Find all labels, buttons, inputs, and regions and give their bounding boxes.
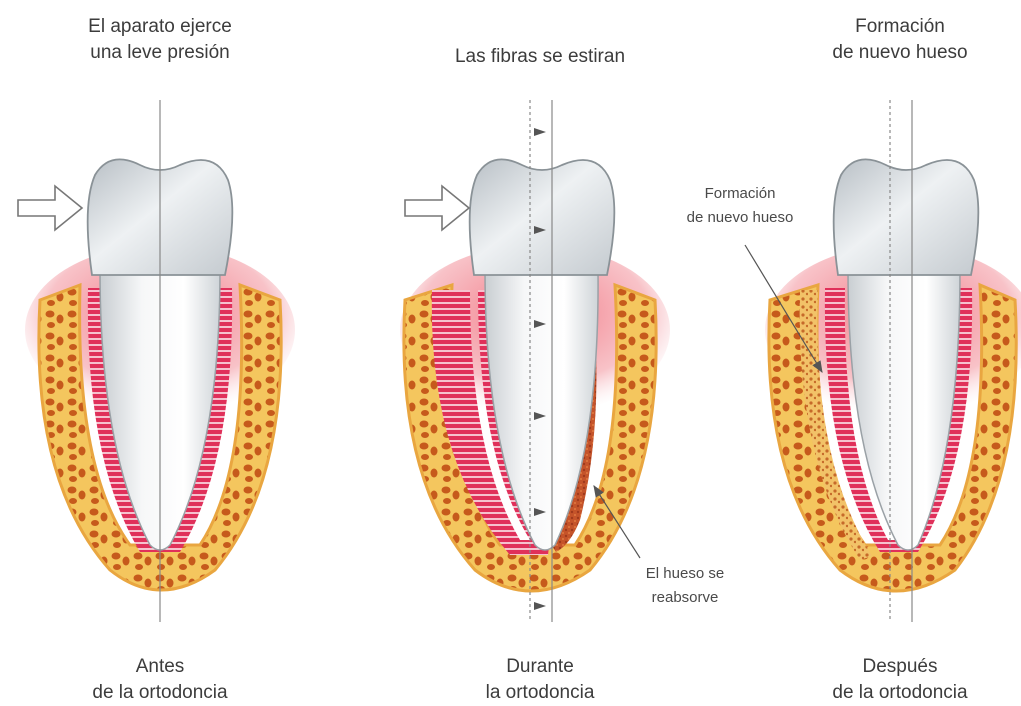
pressure-arrow-icon xyxy=(405,186,469,230)
annotation-bone-resorbs: El hueso se reabsorve xyxy=(630,562,740,610)
caption-top-after: Formación de nuevo hueso xyxy=(800,14,1000,66)
caption-line: la ortodoncia xyxy=(440,680,640,706)
caption-line: de la ortodoncia xyxy=(60,680,260,706)
caption-bottom-before: Antes de la ortodoncia xyxy=(60,654,260,706)
panel-before xyxy=(18,100,295,622)
movement-arrow-icon xyxy=(534,602,546,610)
caption-line: Después xyxy=(800,654,1000,680)
caption-line: Formación xyxy=(800,14,1000,40)
annotation-line: de nuevo hueso xyxy=(670,206,810,230)
caption-line: Las fibras se estiran xyxy=(420,44,660,70)
caption-line: de nuevo hueso xyxy=(800,40,1000,66)
annotation-line: Formación xyxy=(670,182,810,206)
caption-line: Antes xyxy=(60,654,260,680)
panel-during xyxy=(400,100,670,622)
caption-line: una leve presión xyxy=(60,40,260,66)
tooth-crown xyxy=(834,159,979,275)
caption-line: El aparato ejerce xyxy=(60,14,260,40)
movement-arrow-icon xyxy=(534,128,546,136)
caption-bottom-during: Durante la ortodoncia xyxy=(440,654,640,706)
annotation-line: El hueso se xyxy=(630,562,740,586)
tooth-crown xyxy=(470,159,615,275)
annotation-new-bone: Formación de nuevo hueso xyxy=(670,182,810,230)
caption-bottom-after: Después de la ortodoncia xyxy=(800,654,1000,706)
caption-top-before: El aparato ejerce una leve presión xyxy=(60,14,260,66)
caption-line: Durante xyxy=(440,654,640,680)
panel-after xyxy=(745,100,1021,622)
caption-top-during: Las fibras se estiran xyxy=(420,44,660,70)
annotation-line: reabsorve xyxy=(630,586,740,610)
caption-line: de la ortodoncia xyxy=(800,680,1000,706)
pressure-arrow-icon xyxy=(18,186,82,230)
